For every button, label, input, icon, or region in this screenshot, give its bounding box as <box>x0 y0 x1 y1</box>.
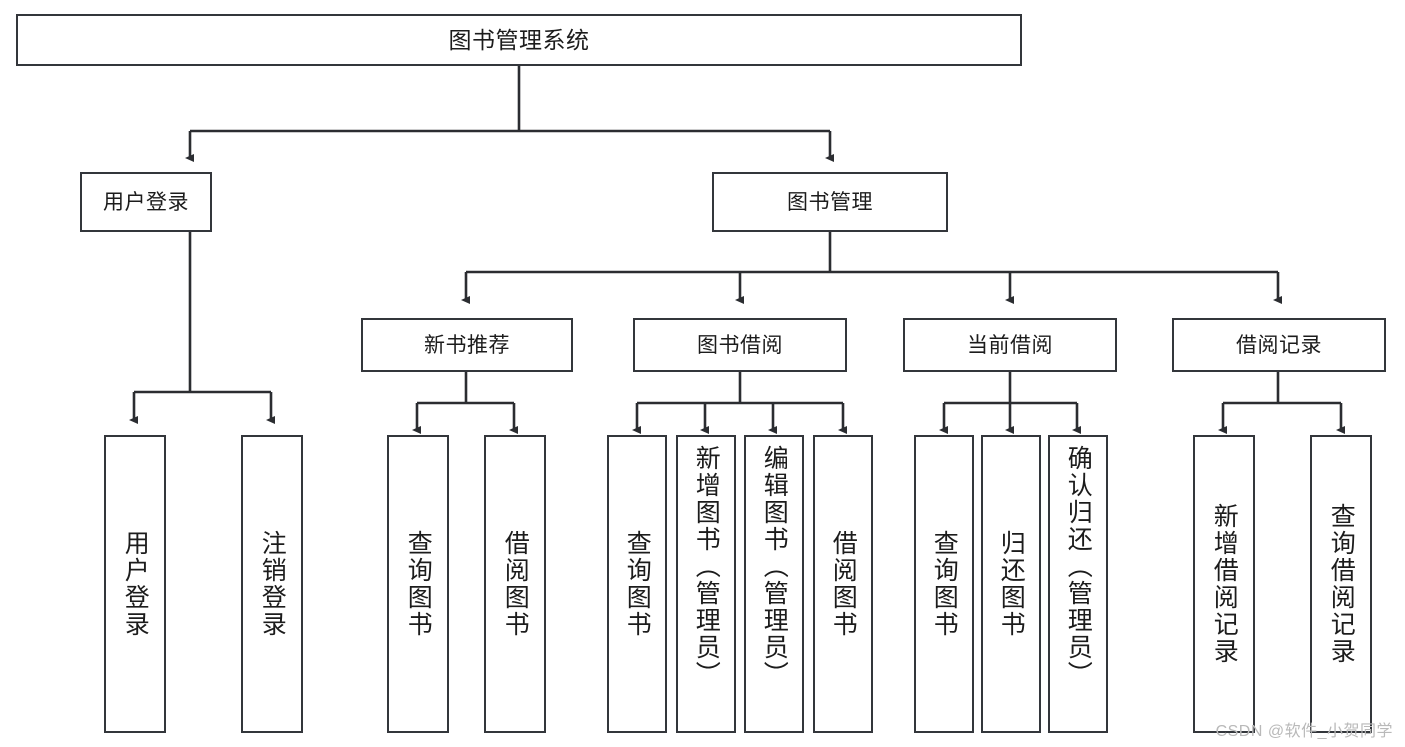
node-user-login[interactable]: 用户登录 <box>80 172 212 232</box>
node-label: 新书推荐 <box>424 333 510 357</box>
node-leaf-confirm-return-admin[interactable]: 确认归还（管理员） <box>1048 435 1108 733</box>
node-new-book-recommend[interactable]: 新书推荐 <box>361 318 573 372</box>
node-label: 新增借阅记录 <box>1210 503 1239 665</box>
node-label: 借阅图书 <box>501 530 530 638</box>
node-leaf-borrow-book-recommend[interactable]: 借阅图书 <box>484 435 546 733</box>
node-label: 图书管理 <box>787 190 873 214</box>
node-book-borrow[interactable]: 图书借阅 <box>633 318 847 372</box>
node-leaf-return-book[interactable]: 归还图书 <box>981 435 1041 733</box>
node-label: 查询图书 <box>623 530 652 638</box>
node-leaf-user-login[interactable]: 用户登录 <box>104 435 166 733</box>
node-leaf-add-book-admin[interactable]: 新增图书（管理员） <box>676 435 736 733</box>
node-label: 新增图书（管理员） <box>692 445 721 688</box>
node-label: 图书借阅 <box>697 333 783 357</box>
node-label: 借阅图书 <box>829 530 858 638</box>
node-book-management[interactable]: 图书管理 <box>712 172 948 232</box>
node-label: 查询图书 <box>404 530 433 638</box>
node-current-borrow[interactable]: 当前借阅 <box>903 318 1117 372</box>
node-label: 查询借阅记录 <box>1327 503 1356 665</box>
node-leaf-logout-login[interactable]: 注销登录 <box>241 435 303 733</box>
node-leaf-query-book-borrow[interactable]: 查询图书 <box>607 435 667 733</box>
node-label: 借阅记录 <box>1236 333 1322 357</box>
node-leaf-add-borrow-record[interactable]: 新增借阅记录 <box>1193 435 1255 733</box>
node-label: 用户登录 <box>103 190 189 214</box>
node-label: 查询图书 <box>930 530 959 638</box>
node-label: 编辑图书（管理员） <box>760 445 789 688</box>
node-leaf-borrow-book-borrow[interactable]: 借阅图书 <box>813 435 873 733</box>
node-leaf-edit-book-admin[interactable]: 编辑图书（管理员） <box>744 435 804 733</box>
node-label: 用户登录 <box>121 530 150 638</box>
node-leaf-query-borrow-record[interactable]: 查询借阅记录 <box>1310 435 1372 733</box>
node-label: 图书管理系统 <box>448 26 590 53</box>
node-leaf-query-book-recommend[interactable]: 查询图书 <box>387 435 449 733</box>
node-borrow-record[interactable]: 借阅记录 <box>1172 318 1386 372</box>
node-label: 注销登录 <box>258 530 287 638</box>
node-label: 当前借阅 <box>967 333 1053 357</box>
node-label: 归还图书 <box>997 530 1026 638</box>
watermark-csdn: CSDN @软件_小贺同学 <box>1215 723 1393 740</box>
node-root-book-management-system[interactable]: 图书管理系统 <box>16 14 1022 66</box>
node-leaf-query-book-current[interactable]: 查询图书 <box>914 435 974 733</box>
node-label: 确认归还（管理员） <box>1064 445 1093 688</box>
